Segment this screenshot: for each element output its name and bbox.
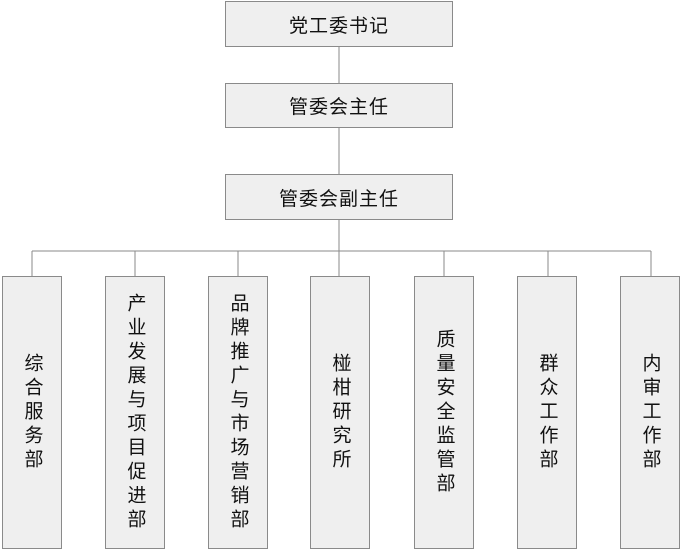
node-dept-brand-marketing: 品牌推广与市场营销部 xyxy=(208,276,268,549)
dept-label: 综合服务部 xyxy=(21,352,44,473)
node-party-secretary-label: 党工委书记 xyxy=(288,14,389,37)
node-committee-director-label: 管委会主任 xyxy=(288,96,389,118)
dept-label: 群众工作部 xyxy=(536,352,559,473)
node-committee-deputy-director: 管委会副主任 xyxy=(225,174,453,220)
node-party-secretary: 党工委书记 xyxy=(225,1,453,47)
node-committee-director: 管委会主任 xyxy=(225,83,453,128)
node-committee-deputy-director-label: 管委会副主任 xyxy=(278,187,399,210)
dept-label: 椪柑研究所 xyxy=(329,352,352,473)
node-dept-industry-projects: 产业发展与项目促进部 xyxy=(105,276,165,549)
dept-label: 质量安全监管部 xyxy=(433,328,456,497)
node-dept-quality-safety: 质量安全监管部 xyxy=(414,276,474,549)
node-dept-internal-audit: 内审工作部 xyxy=(620,276,680,549)
dept-label: 产业发展与项目促进部 xyxy=(124,292,147,533)
dept-label: 品牌推广与市场营销部 xyxy=(227,292,250,533)
node-dept-ponkan-institute: 椪柑研究所 xyxy=(310,276,370,549)
dept-label: 内审工作部 xyxy=(639,352,662,473)
node-dept-public-work: 群众工作部 xyxy=(517,276,577,549)
node-dept-general-services: 综合服务部 xyxy=(2,276,62,549)
